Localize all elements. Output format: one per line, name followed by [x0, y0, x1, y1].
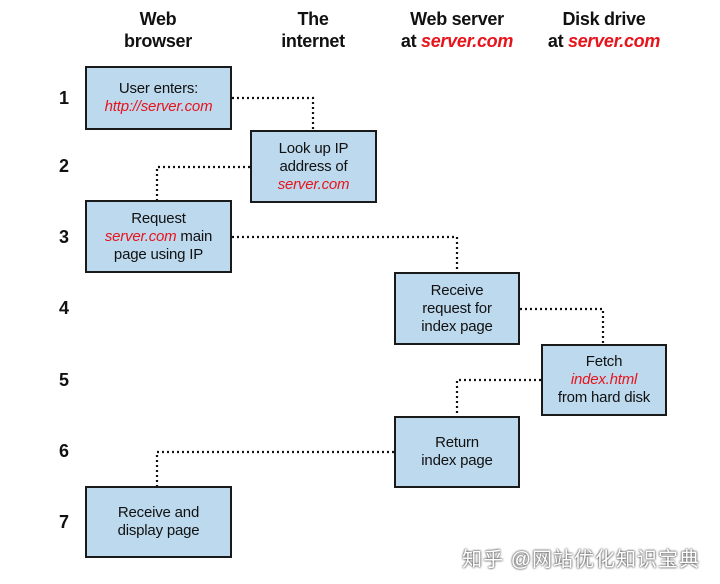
box-text-line: from hard disk — [557, 389, 651, 406]
box-text-part: main — [176, 227, 213, 245]
box-host-text: server.com — [277, 175, 350, 193]
connector-3-4 — [232, 235, 459, 272]
box-receive-request: Receive request for index page — [394, 272, 520, 345]
box-text-line: Request — [131, 209, 186, 227]
box-text-line: Receive — [430, 281, 484, 299]
box-text-line: address of — [279, 157, 348, 175]
step-number-5: 5 — [58, 370, 69, 390]
column-header-line1: Web server — [410, 9, 504, 29]
box-receive-display: Receive and display page — [85, 486, 232, 558]
column-header-line2: at server.com — [534, 30, 674, 52]
box-host-text: server.com — [104, 227, 177, 245]
box-text-line: server.com main — [104, 227, 213, 246]
step-number-7: 7 — [58, 512, 69, 532]
column-header-host: server.com — [568, 31, 661, 51]
column-header-prefix: at — [547, 31, 569, 51]
box-user-enters: User enters: http://server.com — [85, 66, 232, 130]
connector-5-6 — [455, 378, 541, 416]
watermark: 知乎 @网站优化知识宝典 — [462, 549, 700, 571]
box-text-line: request for — [422, 299, 492, 317]
column-header-line2: browser — [124, 31, 192, 51]
box-fetch: Fetch index.html from hard disk — [541, 344, 667, 416]
connector-1-2 — [232, 96, 315, 130]
connector-4-5 — [520, 307, 605, 344]
column-header-line1: The — [297, 9, 329, 29]
column-header-line2: at server.com — [387, 30, 527, 52]
box-text-line: User enters: — [118, 80, 199, 97]
column-header-disk-drive: Disk drive at server.com — [534, 8, 674, 52]
box-text-line: Fetch — [585, 353, 623, 370]
column-header-line1: Disk drive — [562, 9, 646, 29]
box-text-line: Return — [435, 434, 479, 451]
step-number-3: 3 — [58, 227, 69, 247]
step-number-6: 6 — [58, 441, 69, 461]
column-header-prefix: at — [400, 31, 422, 51]
box-text-line: display page — [117, 522, 200, 539]
step-number-4: 4 — [58, 298, 69, 318]
box-return-page: Return index page — [394, 416, 520, 488]
box-url-text: http://server.com — [104, 98, 213, 115]
box-lookup-ip: Look up IP address of server.com — [250, 130, 377, 203]
box-text-line: page using IP — [113, 245, 204, 263]
column-header-web-browser: Web browser — [88, 8, 228, 52]
column-header-host: server.com — [421, 31, 514, 51]
connector-2-3 — [155, 165, 250, 200]
box-text-line: Receive and — [117, 504, 200, 521]
column-header-internet: The internet — [243, 8, 383, 52]
step-number-2: 2 — [58, 156, 69, 176]
step-number-1: 1 — [58, 88, 69, 108]
column-header-line2: internet — [281, 31, 345, 51]
connector-6-7 — [155, 450, 394, 486]
box-text-line: index page — [421, 452, 493, 469]
box-file-text: index.html — [570, 371, 638, 388]
column-header-web-server: Web server at server.com — [387, 8, 527, 52]
box-request-page: Request server.com main page using IP — [85, 200, 232, 273]
box-text-line: index page — [421, 317, 493, 335]
box-text-line: Look up IP — [278, 139, 349, 157]
column-header-line1: Web — [139, 9, 177, 29]
